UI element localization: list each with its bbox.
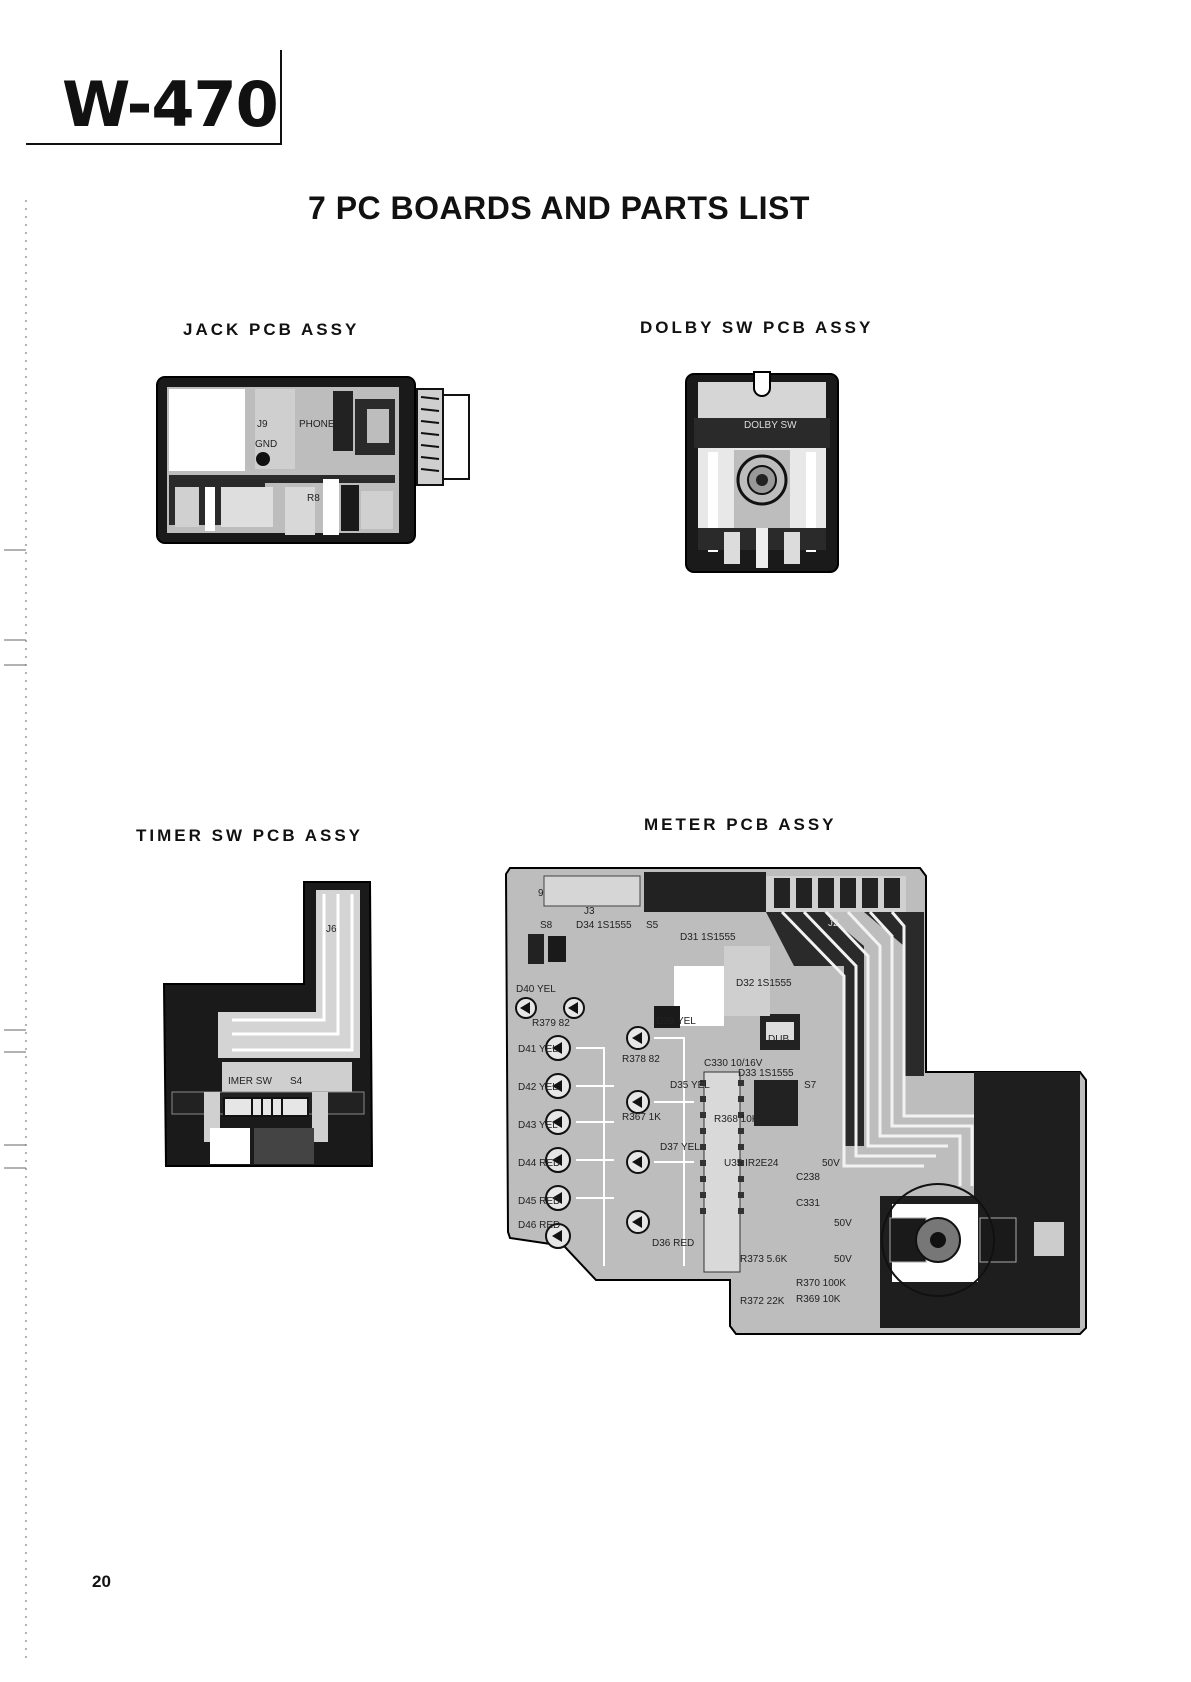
meter-mark-d45: D45 RED	[518, 1196, 560, 1207]
meter-mark-d41: D41 YEL	[518, 1044, 558, 1055]
meter-mark-d31: D31 1S1555	[680, 932, 736, 943]
meter-pcb-diagram: 9 J3 S8 D34 1S1555 S5 D31 1S1555 D40 YEL…	[504, 867, 1087, 1335]
meter-pcb-label: METER PCB ASSY	[644, 815, 837, 834]
section-heading: 7 PC BOARDS AND PARTS LIST	[308, 190, 810, 226]
jack-mark-j9: J9	[257, 419, 268, 430]
meter-mark-d32: D32 1S1555	[736, 978, 792, 989]
meter-mark-c330: C330 10/16V	[704, 1058, 763, 1069]
meter-mark-50v-a: 50V	[822, 1158, 840, 1169]
meter-mark-50v-c: 50V	[834, 1254, 852, 1265]
meter-mark-d37: D37 YEL	[660, 1142, 700, 1153]
dolby-mark-sw: DOLBY SW	[744, 420, 797, 431]
meter-mark-r368: R368 10K	[714, 1114, 759, 1125]
meter-mark-r373: R373 5.6K	[740, 1254, 788, 1265]
meter-mark-s8: S8	[540, 920, 553, 931]
jack-pcb-diagram: J9 GND PHONES R8	[156, 376, 470, 544]
jack-mark-r8: R8	[307, 493, 320, 504]
meter-mark-d43: D43 YEL	[518, 1120, 558, 1131]
meter-mark-r367: R367 1K	[622, 1112, 661, 1123]
meter-mark-r378: R378 82	[622, 1054, 660, 1065]
meter-mark-50v-b: 50V	[834, 1218, 852, 1229]
meter-mark-d42: D42 YEL	[518, 1082, 558, 1093]
meter-mark-d38: D38 YEL	[656, 1016, 696, 1027]
meter-mark-u35: U35 IR2E24	[724, 1158, 779, 1169]
meter-mark-r372: R372 22K	[740, 1296, 785, 1307]
dolby-sw-pcb-label: DOLBY SW PCB ASSY	[640, 318, 874, 337]
header-rule-vertical	[280, 50, 282, 145]
meter-mark-d44: D44 RED	[518, 1158, 560, 1169]
meter-mark-s5: S5	[646, 920, 659, 931]
timer-sw-pcb-diagram: J6 IMER SW S4	[162, 881, 374, 1167]
meter-mark-c331: C331	[796, 1198, 820, 1209]
meter-mark-r369: R369 10K	[796, 1294, 841, 1305]
jack-mark-gnd: GND	[255, 439, 277, 450]
meter-mark-d46: D46 RED	[518, 1220, 560, 1231]
meter-mark-d35: D35 YEL	[670, 1080, 710, 1091]
dolby-sw-pcb-diagram: DOLBY SW	[685, 371, 839, 573]
meter-mark-d33: D33 1S1555	[738, 1068, 794, 1079]
meter-mark-d34: D34 1S1555	[576, 920, 632, 931]
timer-mark-s4: S4	[290, 1076, 303, 1087]
meter-mark-dub: DUB	[768, 1034, 789, 1045]
jack-pcb-label: JACK PCB ASSY	[183, 320, 360, 339]
meter-mark-j2: J2	[828, 918, 839, 929]
meter-mark-r370: R370 100K	[796, 1278, 846, 1289]
meter-mark-d40: D40 YEL	[516, 984, 556, 995]
meter-mark-d36: D36 RED	[652, 1238, 694, 1249]
jack-mark-phones: PHONES	[299, 419, 342, 430]
page-number: 20	[92, 1572, 111, 1591]
meter-mark-r379: R379 82	[532, 1018, 570, 1029]
meter-mark-pin9: 9	[538, 888, 544, 899]
timer-mark-j6: J6	[326, 924, 337, 935]
meter-mark-c238: C238	[796, 1172, 820, 1183]
meter-mark-s7: S7	[804, 1080, 817, 1091]
meter-mark-j3: J3	[584, 906, 595, 917]
header-rule-horizontal	[26, 143, 282, 145]
margin-marks	[4, 200, 27, 1660]
timer-mark-sw: IMER SW	[228, 1076, 272, 1087]
model-title: W-470	[62, 68, 279, 141]
timer-sw-pcb-label: TIMER SW PCB ASSY	[136, 826, 363, 845]
